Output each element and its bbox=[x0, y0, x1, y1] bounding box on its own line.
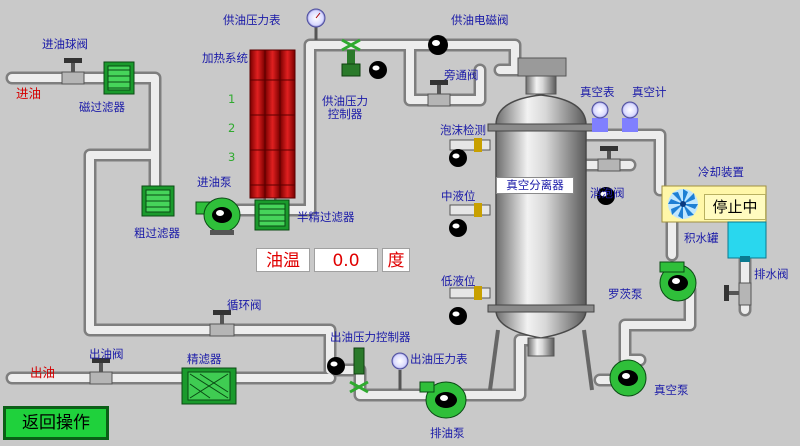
bypass-valve[interactable] bbox=[427, 80, 451, 107]
circulation-valve[interactable] bbox=[209, 310, 235, 337]
label-supply-pressure-controller-line1: 供油压力 bbox=[322, 94, 368, 108]
heater-step-3: 3 bbox=[228, 150, 236, 164]
vacuum-separator-tank[interactable] bbox=[487, 57, 595, 391]
cooling-fan-icon bbox=[668, 189, 698, 219]
label-vacuum-gauge: 真空表 bbox=[580, 85, 615, 99]
supply-solenoid-valve[interactable] bbox=[428, 35, 448, 55]
label-vacuum-separator: 真空分离器 bbox=[496, 177, 574, 194]
mid-level-sensor bbox=[449, 203, 491, 217]
label-defoam-valve: 消泡阀 bbox=[590, 186, 625, 200]
label-supply-pressure-controller-line2: 控制器 bbox=[327, 106, 363, 121]
inlet-ball-valve[interactable] bbox=[61, 58, 85, 85]
label-vacuum-pump: 真空泵 bbox=[654, 383, 689, 397]
foam-sensor bbox=[449, 138, 491, 152]
label-cooling-device: 冷却装置 bbox=[698, 165, 744, 179]
semi-fine-filter[interactable] bbox=[254, 199, 290, 231]
label-supply-pressure-gauge: 供油压力表 bbox=[223, 13, 281, 27]
label-semi-fine-filter: 半精过滤器 bbox=[297, 210, 355, 224]
outlet-valve[interactable] bbox=[89, 358, 113, 385]
supply-pressure-controller[interactable] bbox=[341, 38, 361, 77]
label-low-level: 低液位 bbox=[441, 274, 476, 288]
label-roots-pump: 罗茨泵 bbox=[608, 287, 643, 301]
discharge-pump[interactable] bbox=[419, 381, 467, 419]
cooling-status-indicator: 停止中 bbox=[704, 194, 766, 220]
supply-pressure-gauge bbox=[306, 8, 326, 40]
outlet-pressure-controller[interactable] bbox=[349, 347, 369, 394]
label-circulation-valve: 循环阀 bbox=[227, 298, 262, 312]
magnetic-filter[interactable] bbox=[103, 61, 135, 95]
indicator-lamps bbox=[327, 61, 615, 375]
inlet-pump[interactable] bbox=[195, 197, 241, 235]
label-outlet: 出油 bbox=[30, 365, 56, 380]
vacuum-gauge bbox=[591, 101, 609, 132]
label-supply-pressure-controller: 供油压力 控制器 bbox=[322, 95, 368, 120]
label-magnetic-filter: 磁过滤器 bbox=[79, 100, 125, 114]
low-level-sensor bbox=[449, 286, 491, 300]
heater-step-2: 2 bbox=[228, 121, 236, 135]
temperature-value: 0.0 bbox=[314, 248, 378, 272]
temperature-label: 油温 bbox=[256, 248, 310, 272]
label-coarse-filter: 粗过滤器 bbox=[134, 226, 180, 240]
heater-step-1: 1 bbox=[228, 92, 236, 106]
label-inlet-ball-valve: 进油球阀 bbox=[42, 37, 88, 51]
roots-pump[interactable] bbox=[659, 261, 697, 302]
outlet-pressure-gauge bbox=[391, 352, 409, 390]
vacuum-pump[interactable] bbox=[609, 359, 647, 397]
label-bypass-valve: 旁通阀 bbox=[444, 68, 479, 82]
vacuum-meter bbox=[621, 101, 639, 132]
label-supply-solenoid-valve: 供油电磁阀 bbox=[451, 13, 509, 27]
label-drain-valve: 排水阀 bbox=[754, 267, 789, 281]
return-to-operation-button[interactable]: 返回操作 bbox=[3, 406, 109, 440]
drain-valve[interactable] bbox=[724, 282, 752, 306]
label-mid-level: 中液位 bbox=[441, 189, 476, 203]
label-water-tank: 积水罐 bbox=[684, 231, 719, 245]
label-outlet-valve: 出油阀 bbox=[89, 347, 124, 361]
fine-filter[interactable] bbox=[181, 367, 237, 405]
label-foam-detect: 泡沫检测 bbox=[440, 123, 486, 137]
heater-bank[interactable] bbox=[249, 49, 296, 199]
label-outlet-pressure-controller: 出油压力控制器 bbox=[330, 330, 411, 344]
oil-temperature-display: 油温 0.0 度 bbox=[256, 248, 410, 272]
water-tank[interactable] bbox=[727, 221, 767, 262]
label-outlet-pressure-gauge: 出油压力表 bbox=[410, 352, 468, 366]
temperature-unit: 度 bbox=[382, 248, 410, 272]
label-discharge-pump: 排油泵 bbox=[430, 426, 465, 440]
label-fine-filter: 精滤器 bbox=[187, 352, 222, 366]
label-inlet-pump: 进油泵 bbox=[197, 175, 232, 189]
label-heating-system: 加热系统 bbox=[202, 51, 248, 65]
label-vacuum-meter: 真空计 bbox=[632, 85, 667, 99]
label-inlet: 进油 bbox=[16, 86, 42, 101]
defoam-valve[interactable] bbox=[597, 146, 621, 172]
coarse-filter[interactable] bbox=[141, 185, 175, 217]
